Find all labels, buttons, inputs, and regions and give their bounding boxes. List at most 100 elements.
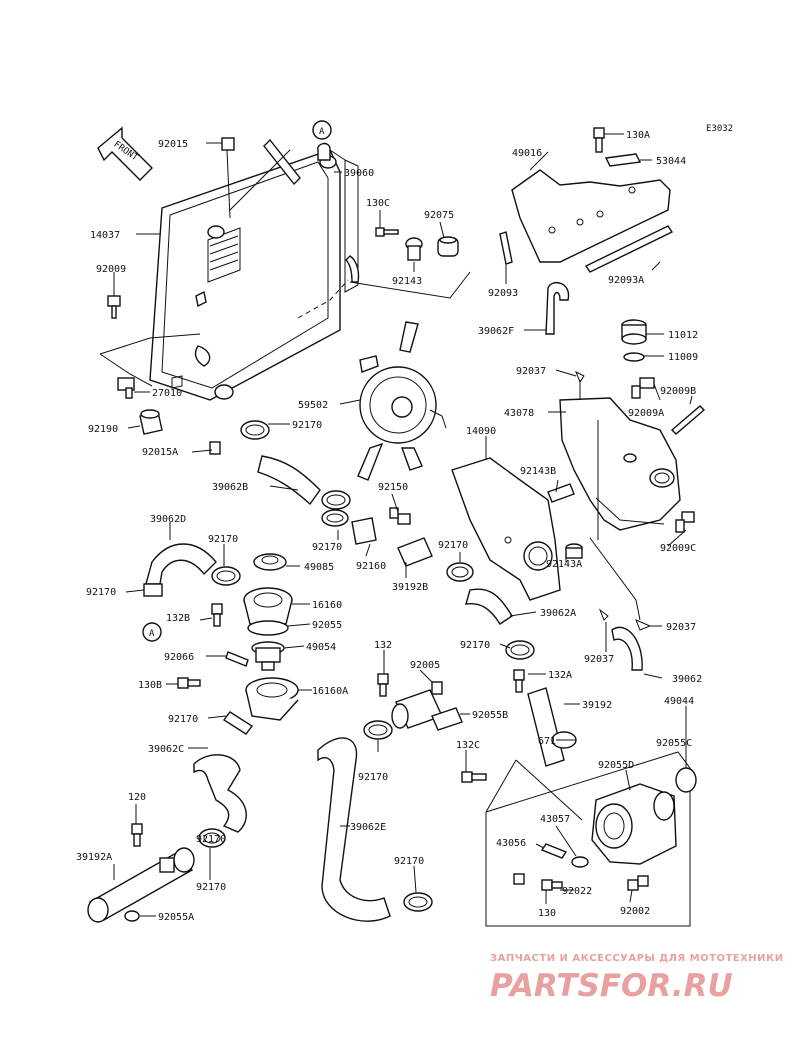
label-130c: 130C bbox=[366, 198, 390, 209]
label-39062c: 39062C bbox=[148, 744, 184, 755]
bolt-92009a-icon bbox=[631, 377, 655, 399]
fitting-92005 bbox=[391, 681, 443, 729]
label-92055d: 92055D bbox=[598, 760, 634, 771]
hose-39062f bbox=[545, 281, 570, 335]
bolt-92009b-icon bbox=[670, 405, 706, 435]
label-39192b: 39192B bbox=[392, 582, 428, 593]
label-92009c: 92009C bbox=[660, 543, 696, 554]
collar-92143a-icon bbox=[565, 543, 583, 559]
part-labels: 92015 39060 14037 130C 92075 92009 92143… bbox=[76, 130, 702, 923]
housing-16160 bbox=[243, 587, 293, 625]
bolt-120-icon bbox=[131, 823, 143, 847]
label-130a: 130A bbox=[626, 130, 650, 141]
washer-43057-icon bbox=[571, 856, 589, 868]
label-92005: 92005 bbox=[410, 660, 440, 671]
label-39192a: 39192A bbox=[76, 852, 112, 863]
label-92170-bl: 92170 bbox=[196, 882, 226, 893]
label-39062b: 39062B bbox=[212, 482, 248, 493]
leader-lines bbox=[113, 133, 693, 917]
label-43057: 43057 bbox=[540, 814, 570, 825]
label-92170-left1: 92170 bbox=[208, 534, 238, 545]
label-92170-left3: 92170 bbox=[168, 714, 198, 725]
hose-39062 bbox=[611, 626, 643, 671]
label-92037-mid: 92037 bbox=[584, 654, 614, 665]
marker-a-lower: A bbox=[149, 629, 155, 639]
label-59502: 59502 bbox=[298, 400, 328, 411]
clip-92015-icon bbox=[221, 137, 235, 151]
label-16160: 16160 bbox=[312, 600, 342, 611]
label-92143b: 92143B bbox=[520, 466, 556, 477]
label-43078: 43078 bbox=[504, 408, 534, 419]
label-39062: 39062 bbox=[672, 674, 702, 685]
marker-a-top-icon bbox=[312, 120, 332, 140]
label-14090: 14090 bbox=[466, 426, 496, 437]
label-39062f: 39062F bbox=[478, 326, 514, 337]
label-92170-br: 92170 bbox=[196, 834, 226, 845]
fan-switch-27010-icon bbox=[117, 377, 135, 399]
hose-39062a bbox=[465, 588, 513, 625]
label-130: 130 bbox=[538, 908, 556, 919]
label-92009b: 92009B bbox=[660, 386, 696, 397]
thermostat-49054-icon bbox=[251, 641, 285, 671]
label-671: 671 bbox=[538, 736, 556, 747]
fitting-92170-left3-icon bbox=[222, 711, 254, 735]
bolt-92150-icon bbox=[389, 507, 411, 525]
hose-39062d bbox=[145, 543, 217, 585]
clamp-92170-bl-icon bbox=[198, 828, 226, 848]
clip-92037-right-icon bbox=[635, 619, 652, 631]
clamp-92170-br-icon bbox=[403, 892, 433, 912]
label-92015: 92015 bbox=[158, 139, 188, 150]
label-49044: 49044 bbox=[664, 696, 694, 707]
pad-92093 bbox=[499, 231, 513, 265]
label-39192: 39192 bbox=[582, 700, 612, 711]
label-92170-fan: 92170 bbox=[292, 420, 322, 431]
hose-39062c bbox=[193, 754, 247, 833]
front-arrow-icon: FRONT bbox=[97, 126, 153, 181]
label-92170-ctr: 92170 bbox=[358, 772, 388, 783]
oring-92055c-icon bbox=[675, 767, 697, 793]
gasket-92055b bbox=[431, 707, 463, 731]
label-92037-right: 92037 bbox=[666, 622, 696, 633]
label-39062a: 39062A bbox=[540, 608, 576, 619]
label-92190: 92190 bbox=[88, 424, 118, 435]
label-39060: 39060 bbox=[344, 168, 374, 179]
clamp-92170-fan-icon bbox=[240, 420, 270, 440]
clamp-92170-pipe-icon bbox=[505, 640, 535, 660]
reservoir-43078 bbox=[559, 380, 681, 540]
label-92055: 92055 bbox=[312, 620, 342, 631]
hose-92160 bbox=[351, 517, 377, 545]
bolt-130b-icon bbox=[177, 677, 201, 689]
label-92015a: 92015A bbox=[142, 447, 178, 458]
pin-43056-icon bbox=[540, 843, 568, 859]
hose-39062b bbox=[257, 455, 321, 506]
label-11009: 11009 bbox=[668, 352, 698, 363]
bracket-49016 bbox=[511, 169, 671, 263]
label-92143a: 92143A bbox=[546, 559, 582, 570]
label-132a: 132A bbox=[548, 670, 572, 681]
figure-ref-code: E3032 bbox=[706, 124, 733, 134]
label-11012: 11012 bbox=[668, 330, 698, 341]
label-53044: 53044 bbox=[656, 156, 686, 167]
label-92022: 92022 bbox=[562, 886, 592, 897]
label-130b: 130B bbox=[138, 680, 162, 691]
fan-assembly-59502 bbox=[357, 321, 447, 481]
cap-11012-icon bbox=[621, 319, 647, 345]
cover-14090 bbox=[451, 457, 561, 601]
bolt-132b-icon bbox=[211, 603, 223, 627]
bolt-92002-icon bbox=[627, 875, 649, 891]
cap-49085-icon bbox=[253, 553, 287, 571]
sensor-92066-icon bbox=[225, 651, 249, 667]
label-92055c: 92055C bbox=[656, 738, 692, 749]
label-49085: 49085 bbox=[304, 562, 334, 573]
label-92055b: 92055B bbox=[472, 710, 508, 721]
clamp-92170-center-icon bbox=[321, 509, 349, 527]
label-92093: 92093 bbox=[488, 288, 518, 299]
label-132c: 132C bbox=[456, 740, 480, 751]
bolt-132-icon bbox=[377, 673, 389, 697]
pipe-39192 bbox=[527, 687, 565, 767]
clip-92015a-icon bbox=[209, 441, 221, 455]
label-92009: 92009 bbox=[96, 264, 126, 275]
label-27010: 27010 bbox=[152, 388, 182, 399]
gasket-11009-icon bbox=[623, 352, 645, 362]
